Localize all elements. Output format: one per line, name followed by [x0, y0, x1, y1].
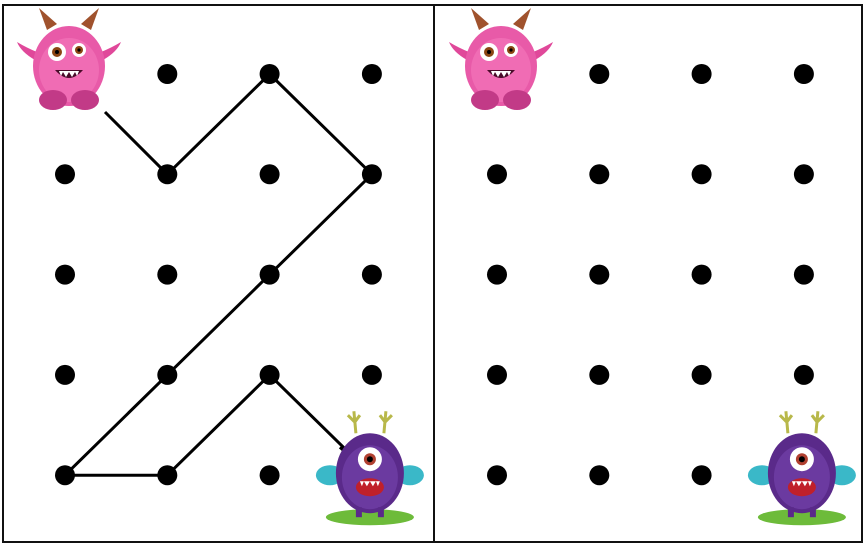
grid-dot[interactable] — [692, 365, 712, 385]
connecting-path — [65, 74, 372, 475]
grid-dot[interactable] — [157, 365, 177, 385]
grid-dot[interactable] — [794, 365, 814, 385]
grid-dot[interactable] — [362, 365, 382, 385]
grid-dot[interactable] — [362, 164, 382, 184]
pink-horned-monster-icon — [449, 8, 553, 110]
purple-one-eyed-monster-icon — [748, 411, 856, 525]
grid-dot[interactable] — [487, 465, 507, 485]
grid-dot[interactable] — [260, 465, 280, 485]
grid-dot[interactable] — [157, 465, 177, 485]
grid-dot[interactable] — [260, 164, 280, 184]
grid-dot[interactable] — [260, 265, 280, 285]
grid-dot[interactable] — [794, 265, 814, 285]
grid-dot[interactable] — [55, 164, 75, 184]
grid-dot[interactable] — [55, 265, 75, 285]
grid-dot[interactable] — [589, 465, 609, 485]
grid-dot[interactable] — [362, 64, 382, 84]
grid-dot[interactable] — [692, 64, 712, 84]
grid-dot[interactable] — [487, 164, 507, 184]
grid-dot[interactable] — [362, 265, 382, 285]
grid-dot[interactable] — [157, 265, 177, 285]
pink-horned-monster-icon — [17, 8, 121, 110]
grid-dot[interactable] — [589, 365, 609, 385]
grid-dot[interactable] — [55, 465, 75, 485]
grid-dot[interactable] — [260, 64, 280, 84]
grid-dot[interactable] — [692, 465, 712, 485]
grid-dot[interactable] — [589, 64, 609, 84]
grid-dot[interactable] — [794, 164, 814, 184]
grid-dot[interactable] — [157, 164, 177, 184]
purple-one-eyed-monster-icon — [316, 411, 424, 525]
grid-dot[interactable] — [692, 164, 712, 184]
grid-dot[interactable] — [55, 365, 75, 385]
grid-dot[interactable] — [157, 64, 177, 84]
grid-dot[interactable] — [794, 64, 814, 84]
grid-dot[interactable] — [589, 164, 609, 184]
grid-dot[interactable] — [260, 365, 280, 385]
grid-dot[interactable] — [487, 365, 507, 385]
grid-dot[interactable] — [487, 265, 507, 285]
grid-dot[interactable] — [589, 265, 609, 285]
grid-dot[interactable] — [692, 265, 712, 285]
